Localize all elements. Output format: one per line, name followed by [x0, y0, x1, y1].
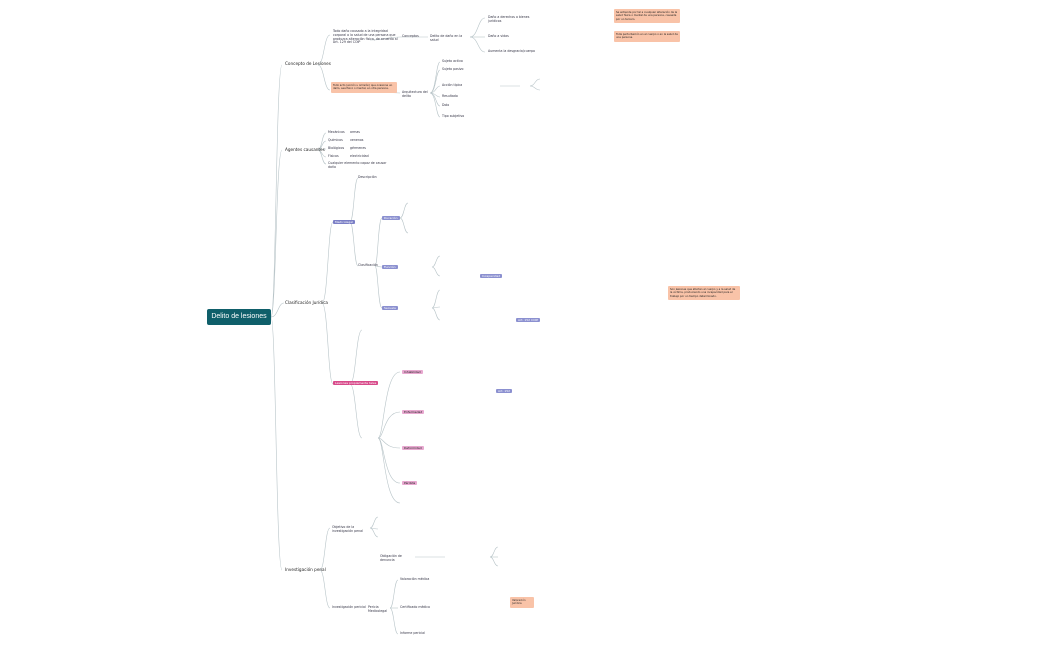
agente-sub-1: armas — [350, 130, 360, 134]
arquitectura-label[interactable]: Arquitectura del delito — [402, 90, 428, 98]
badge-incapacidad: Incapacidad — [480, 274, 503, 278]
branch-concepto[interactable]: Concepto de Lesiones — [285, 61, 331, 66]
badge-art152: Art. 152 COIP — [516, 318, 541, 322]
agente-sub-3: gérmenes — [350, 146, 366, 150]
arq-item-5: Dolo — [442, 103, 450, 107]
conceptos-label[interactable]: Conceptos — [402, 34, 419, 38]
arq-item-3: Acción típica — [442, 83, 463, 87]
branch-investigacion[interactable]: Investigación penal — [285, 567, 326, 572]
delito-dano-label[interactable]: Delito de daño en la salud — [430, 34, 463, 42]
sub-badge-duracion[interactable]: Duración — [382, 216, 400, 220]
pericial-3: Certificado médico — [400, 605, 431, 609]
pericial-4: Informe pericial — [400, 631, 426, 635]
pericial-2: Valoración médica — [400, 577, 430, 581]
badge-enfermedad: Enfermedad — [402, 410, 425, 414]
badge-lesiones[interactable]: Lesiones propiamente tales — [333, 381, 379, 385]
branch-clasificacion[interactable]: Clasificación Jurídica — [285, 300, 328, 305]
salmon-note: Son lesiones que afectan al cuerpo y a l… — [668, 286, 740, 300]
branch-agentes[interactable]: Agentes causantes — [285, 147, 325, 152]
arq-item-6: Tipo subjetivo — [442, 114, 465, 118]
inv-item-1: Objetivo de la investigación penal — [332, 525, 363, 533]
agente-4: Físicos — [328, 154, 339, 158]
arq-item-2: Sujeto pasivo — [442, 67, 464, 71]
dano-sub-3: Aumenta la desgracia/cuerpo — [488, 49, 535, 53]
badge-indicator: Art. 152 — [496, 389, 513, 393]
pericial-1: Pericia Medicolegal — [368, 605, 388, 613]
badge-inhabilidad: Inhabilidad — [402, 370, 423, 374]
obligacion-label[interactable]: Obligación de denuncia — [380, 554, 402, 562]
sub-badge-funcion[interactable]: Función — [382, 265, 398, 269]
agente-3: Biológicos — [328, 146, 345, 150]
inv-item-2: Investigación pericial — [332, 605, 366, 609]
sub-badge-secuela[interactable]: Secuela — [382, 306, 398, 310]
badge-deformidad: Deformidad — [402, 446, 424, 450]
concepto-definition: Todo daño causado a la integridad corpor… — [333, 29, 398, 45]
badge-medicolegal[interactable]: Medicolegal — [333, 220, 355, 224]
concepto-note: Todo acto (acción u omisión) que ocasion… — [331, 82, 397, 93]
top-right-note-1: Se entiende por tal a cualquier alteraci… — [614, 9, 680, 23]
agente-sub-2: venenos — [350, 138, 364, 142]
top-right-note-2: Toda perturbación en el cuerpo o en la s… — [614, 31, 680, 42]
sub-label-1: Descripción — [358, 175, 377, 179]
agente-sub-4: electricidad — [350, 154, 369, 158]
root-topic[interactable]: Delito de lesiones — [207, 309, 271, 325]
agente-1: Mecánicos — [328, 130, 345, 134]
dano-sub-2: Daño a vidas — [488, 34, 509, 38]
sub-label-2: Clasificación — [358, 263, 378, 267]
dano-sub-1: Daño a derechos o bienes jurídicos — [488, 15, 530, 23]
legal-note: Valoración Jurídica — [510, 597, 534, 608]
arq-item-1: Sujeto activo — [442, 59, 463, 63]
agente-5: Cualquier elemento capaz de causar daño — [328, 161, 387, 169]
arq-item-4: Resultado — [442, 94, 458, 98]
badge-perdida: Pérdida — [402, 481, 418, 485]
agente-2: Químicos — [328, 138, 343, 142]
